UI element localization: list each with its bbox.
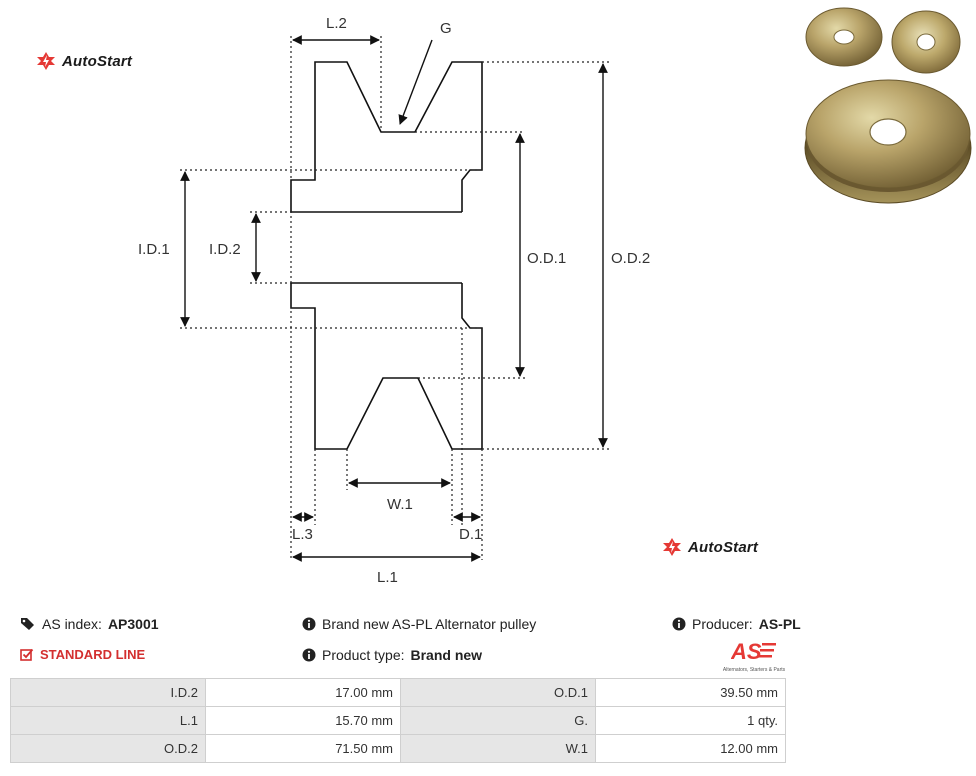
spec-label: O.D.1 [400, 678, 596, 707]
spec-value: 1 qty. [595, 706, 786, 735]
as-logo-subtitle: Alternators, Starters & Parts [722, 667, 786, 673]
spec-value: 39.50 mm [595, 678, 786, 707]
label-l3: L.3 [292, 526, 313, 543]
label-l1: L.1 [377, 569, 398, 586]
spec-value: 12.00 mm [595, 734, 786, 763]
as-pl-logo-mark: AS [730, 639, 776, 664]
product-type-value: Brand new [410, 647, 483, 663]
tags-icon [21, 618, 34, 630]
as-logo-text: AS [731, 640, 762, 662]
producer-label: Producer: [692, 616, 753, 632]
description-text: Brand new AS-PL Alternator pulley [322, 616, 537, 632]
spec-label: L.1 [10, 706, 206, 735]
label-g: G [440, 20, 452, 37]
spec-label: I.D.2 [10, 678, 206, 707]
spec-value: 71.50 mm [205, 734, 401, 763]
as-index-label: AS index: [42, 616, 102, 632]
producer-value: AS-PL [758, 616, 801, 632]
table-row: L.1 15.70 mm G. 1 qty. [10, 706, 786, 735]
product-type-label: Product type: [322, 647, 405, 663]
as-pl-logo: AS Alternators, Starters & Parts [716, 639, 792, 673]
product-description: Brand new AS-PL Alternator pulley [302, 616, 536, 632]
label-id1: I.D.1 [138, 241, 170, 258]
autostart-logo-top: AutoStart [36, 51, 132, 71]
table-row: O.D.2 71.50 mm W.1 12.00 mm [10, 734, 786, 763]
checkbox-icon [20, 648, 34, 661]
brand-name: AutoStart [688, 538, 759, 556]
label-id2: I.D.2 [209, 241, 241, 258]
dimension-arrows [180, 35, 608, 562]
table-row: I.D.2 17.00 mm O.D.1 39.50 mm [10, 678, 786, 707]
spec-label: W.1 [400, 734, 596, 763]
standard-line-label: STANDARD LINE [40, 647, 146, 662]
label-d1: D.1 [459, 526, 482, 543]
label-l2: L.2 [326, 15, 347, 32]
as-index-value: AP3001 [107, 616, 159, 632]
info-circle-icon [302, 617, 316, 631]
label-w1: W.1 [387, 496, 413, 513]
info-circle-icon [302, 648, 316, 662]
autostart-logo-icon [663, 538, 681, 556]
info-circle-icon [672, 617, 686, 631]
product-photo [804, 7, 972, 204]
extension-lines [180, 36, 610, 560]
label-od2: O.D.2 [611, 250, 650, 267]
product-type: Product type: Brand new [302, 647, 482, 663]
specs-table: I.D.2 17.00 mm O.D.1 39.50 mm L.1 15.70 … [10, 678, 786, 763]
label-od1: O.D.1 [527, 250, 566, 267]
pulley-dimension-diagram: L.2 G I.D.1 I.D.2 O.D.1 O.D.2 W.1 L.3 D.… [138, 15, 650, 586]
spec-label: G. [400, 706, 596, 735]
standard-line: STANDARD LINE [20, 647, 145, 662]
pulley-profile [290, 61, 483, 450]
autostart-logo-bottom: AutoStart [662, 537, 758, 557]
brand-name: AutoStart [62, 52, 133, 70]
spec-label: O.D.2 [10, 734, 206, 763]
producer: Producer: AS-PL [672, 616, 801, 632]
autostart-logo-icon [37, 52, 55, 70]
spec-value: 17.00 mm [205, 678, 401, 707]
as-index: AS index: AP3001 [20, 616, 159, 632]
spec-value: 15.70 mm [205, 706, 401, 735]
